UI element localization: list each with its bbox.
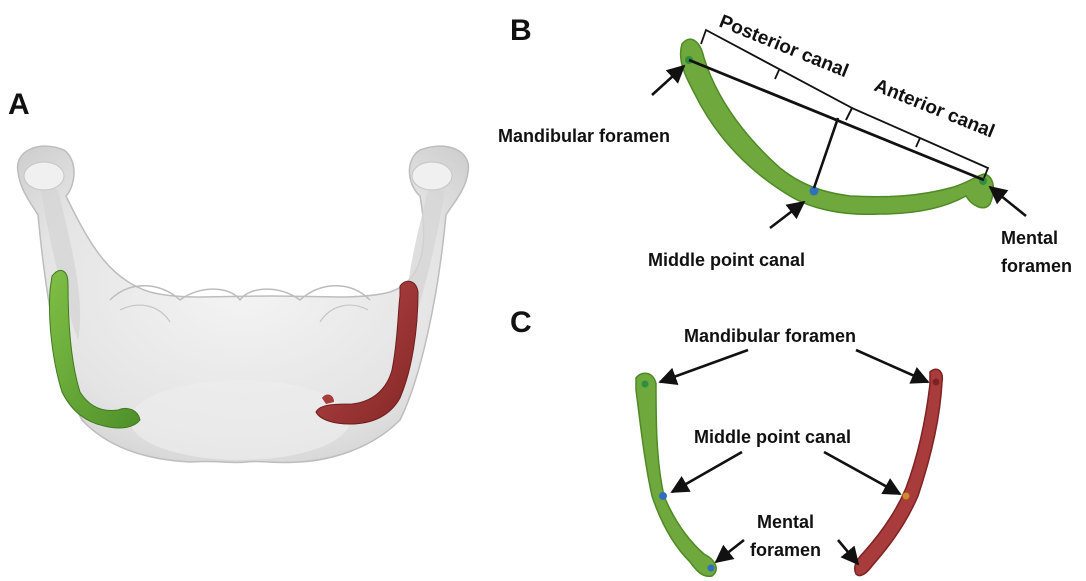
left-middle-point-marker (659, 492, 667, 500)
left-mental-foramen-marker (708, 565, 715, 572)
right-condyle (412, 162, 452, 190)
arrow-mandibular-foramen-c-left (660, 350, 748, 382)
right-mandibular-foramen-marker (933, 379, 940, 386)
arrow-middle-point-c-right (824, 452, 900, 494)
arrow-middle-point-c-left (672, 452, 742, 492)
middle-perpendicular-line (814, 118, 838, 188)
anterior-bracket-tick (916, 138, 920, 147)
arrow-mandibular-foramen-c-right (856, 350, 928, 382)
mandibular-foramen-label-b: Mandibular foramen (498, 126, 670, 146)
posterior-bracket-tick (775, 70, 779, 79)
arrow-middle-point-b (770, 202, 804, 228)
arrow-mental-foramen-c-left (716, 540, 744, 562)
mental-foramen-label-b-line1: Mental (1001, 228, 1058, 248)
panel-c: C Mandibular foramen Middle point canal … (510, 306, 942, 576)
right-middle-point-marker (903, 493, 910, 500)
mandible-render (18, 146, 469, 462)
middle-point-canal-label-b: Middle point canal (648, 250, 805, 270)
panel-b: B Posterior canal Anterior canal Mandibu… (498, 11, 1072, 276)
mental-foramen-label-c-line1: Mental (757, 512, 814, 532)
middle-point-canal-label-c: Middle point canal (694, 427, 851, 447)
mental-foramen-label-c-line2: foramen (750, 540, 821, 560)
mental-foramen-label-b-line2: foramen (1001, 256, 1072, 276)
panel-c-letter: C (510, 306, 532, 339)
panel-a-letter: A (8, 88, 30, 121)
arrow-mental-foramen-c-right (838, 540, 858, 564)
arrow-mental-foramen-b (990, 187, 1026, 216)
arrow-mandibular-foramen-b (652, 66, 684, 95)
anterior-canal-label: Anterior canal (871, 75, 997, 142)
left-mandibular-foramen-marker (642, 381, 649, 388)
left-condyle (24, 162, 64, 190)
mandibular-foramen-label-c: Mandibular foramen (684, 326, 856, 346)
chin-shading (130, 380, 350, 460)
panel-b-letter: B (510, 14, 532, 47)
panel-a: A (8, 88, 468, 463)
right-canal-top-view (855, 369, 943, 575)
